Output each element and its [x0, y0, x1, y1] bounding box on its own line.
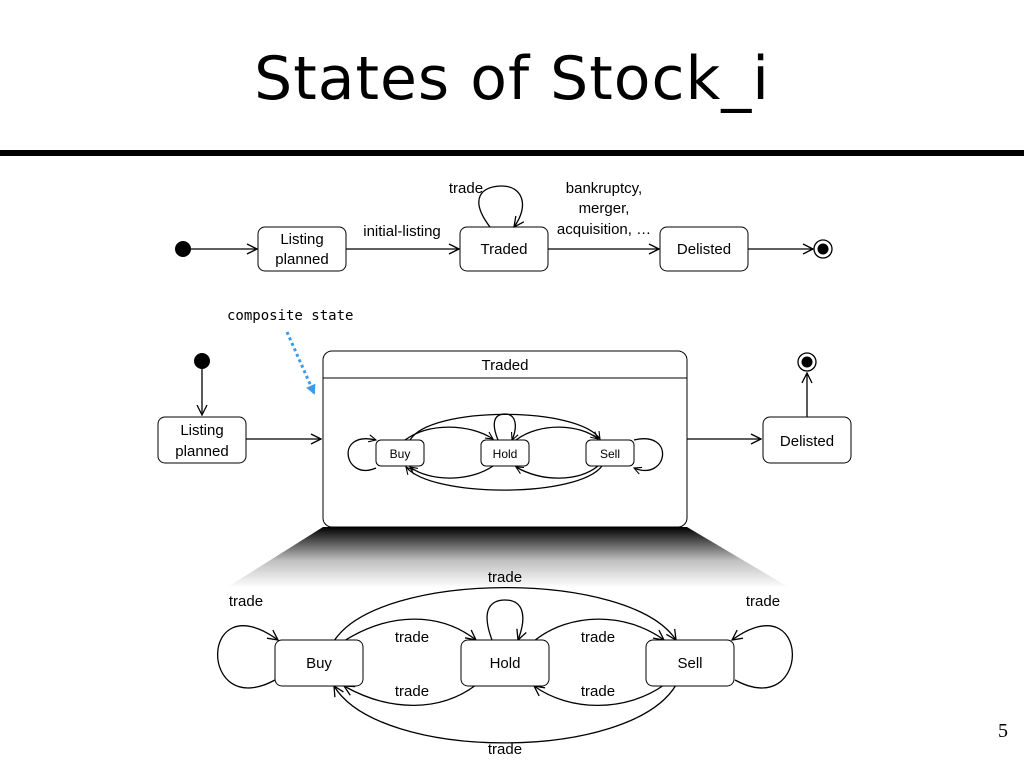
- trade-label: trade: [449, 180, 483, 197]
- slide-title: States of Stock_i: [254, 44, 770, 114]
- zoomed-substate-machine: trade trade trade trade trade trade trad…: [217, 569, 793, 758]
- substate-buy-label: Buy: [390, 447, 411, 461]
- final-state-2-inner: [801, 356, 813, 368]
- zoom-state-sell: [645, 639, 735, 687]
- final-state-inner: [817, 243, 829, 255]
- zoom-edge-buy-self: [217, 625, 278, 689]
- end-events-line1: bankruptcy,: [566, 180, 642, 197]
- zoom-state-sell-label: Sell: [677, 655, 702, 672]
- inner-edge-sell-to-buy: [406, 465, 603, 491]
- initial-pseudostate: [175, 241, 191, 257]
- flat-state-machine: Listing planned initial-listing Traded t…: [175, 180, 833, 272]
- initial-pseudostate-2: [194, 353, 210, 369]
- substate-buy: [375, 439, 425, 467]
- substate-hold-label: Hold: [493, 447, 518, 461]
- inner-edge-buy-to-hold: [404, 426, 493, 441]
- zoom-label-sell-to-buy: trade: [488, 741, 522, 758]
- zoom-edge-sell-to-buy: [334, 684, 677, 744]
- listing2-label-line2: planned: [175, 443, 228, 460]
- inner-edge-sell-self: [634, 438, 664, 471]
- composite-state-traded: [322, 350, 688, 528]
- zoom-label-buy-to-sell: trade: [488, 569, 522, 586]
- initial-listing-label: initial-listing: [363, 223, 441, 240]
- zoom-label-buy-self: trade: [229, 593, 263, 610]
- zoom-state-hold: [460, 639, 550, 687]
- zoom-state-buy: [274, 639, 364, 687]
- substate-sell-label: Sell: [600, 447, 620, 461]
- zoom-edge-hold-to-buy: [344, 684, 477, 706]
- substate-hold: [480, 439, 530, 467]
- zoom-edge-buy-to-hold: [343, 618, 476, 642]
- zoom-edge-buy-to-sell: [333, 587, 676, 642]
- zoom-state-buy-label: Buy: [306, 655, 332, 672]
- zoom-label-hold-to-sell: trade: [581, 629, 615, 646]
- composite-title: Traded: [482, 357, 529, 374]
- substate-sell: [585, 439, 635, 467]
- composite-state-machine: composite state Listing planned Traded B…: [157, 308, 852, 528]
- inner-edge-hold-self: [493, 413, 515, 440]
- end-events-line3: acquisition, …: [557, 221, 651, 238]
- zoom-edge-sell-to-hold: [534, 684, 665, 706]
- inner-edge-buy-self: [347, 439, 376, 471]
- state-listing-planned-2: [157, 416, 247, 464]
- page-number: 5: [998, 720, 1008, 742]
- zoom-edge-hold-to-sell: [533, 618, 664, 642]
- inner-edge-hold-to-buy: [410, 465, 494, 479]
- zoom-label-sell-to-hold: trade: [581, 683, 615, 700]
- inner-edge-sell-to-hold: [516, 465, 599, 479]
- end-events-line2: merger,: [579, 200, 630, 217]
- zoom-label-hold-to-buy: trade: [395, 683, 429, 700]
- listing2-label-line1: Listing: [180, 422, 223, 439]
- listing-label-line1: Listing: [280, 231, 323, 248]
- inner-edge-hold-to-sell: [515, 426, 598, 441]
- zoom-edge-hold-self: [486, 599, 523, 640]
- delisted2-label: Delisted: [780, 433, 834, 450]
- annotation-arrow: [285, 331, 316, 395]
- zoom-state-hold-label: Hold: [490, 655, 521, 672]
- zoom-edge-sell-self: [732, 625, 793, 689]
- listing-label-line2: planned: [275, 251, 328, 268]
- traded-label: Traded: [481, 241, 528, 258]
- title-divider: [0, 150, 1024, 156]
- composite-state-annotation: composite state: [227, 308, 353, 324]
- zoom-label-sell-self: trade: [746, 593, 780, 610]
- zoom-label-buy-to-hold: trade: [395, 629, 429, 646]
- zoom-projection: [226, 527, 790, 588]
- edge-trade-self-loop: [478, 185, 523, 227]
- delisted-label: Delisted: [677, 241, 731, 258]
